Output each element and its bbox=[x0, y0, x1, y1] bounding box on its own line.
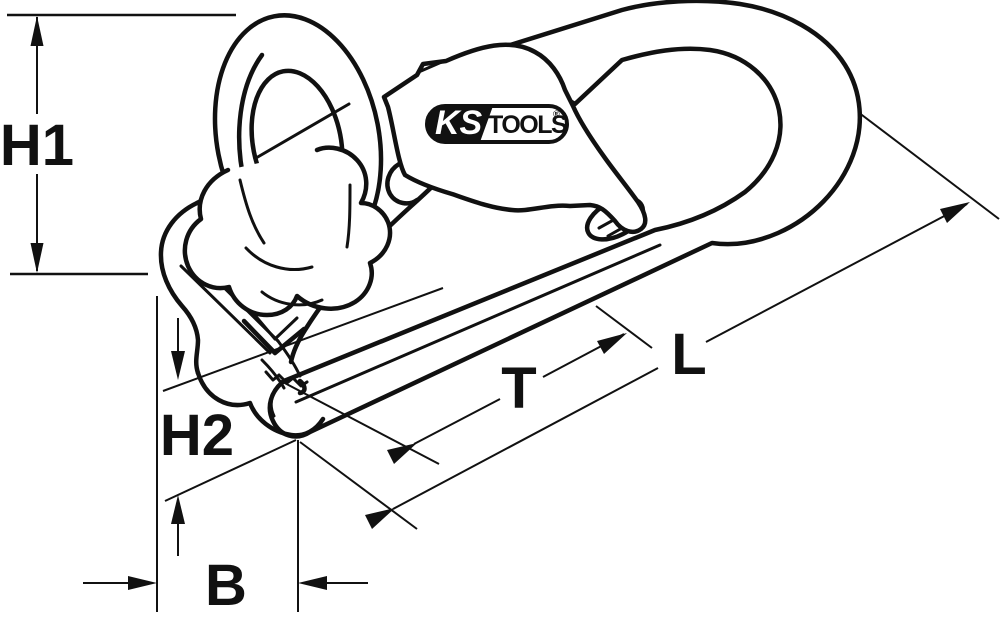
dimension-annotations: H1 H2 B bbox=[0, 13, 1000, 618]
h1-arrow-down bbox=[30, 243, 44, 273]
dimension-t: T bbox=[276, 305, 653, 465]
l-extension-lower bbox=[299, 441, 418, 530]
knob-outline bbox=[182, 145, 393, 318]
dimension-h1: H1 bbox=[0, 13, 236, 276]
dimension-label-h1: H1 bbox=[0, 113, 74, 178]
t-line-lower bbox=[413, 398, 501, 445]
body-pivot-boss bbox=[385, 161, 420, 206]
t-arrow-lower bbox=[387, 443, 417, 464]
knob-accent-right bbox=[345, 183, 352, 249]
knob-accent-left bbox=[238, 178, 266, 245]
logo-text-tools: TOOLS bbox=[488, 111, 567, 139]
jaw-face-edge bbox=[276, 339, 302, 378]
b-arrow-left-pointing bbox=[298, 576, 327, 590]
jaw-teeth bbox=[264, 370, 309, 388]
h2-arrow-down bbox=[171, 351, 185, 380]
ring-chord bbox=[254, 102, 351, 160]
l-arrow-lower bbox=[365, 508, 395, 529]
jaw-v-notch-inner bbox=[251, 311, 299, 341]
t-arrow-upper bbox=[597, 333, 627, 354]
logo-text-ks: KS bbox=[435, 104, 483, 142]
dimension-b: B bbox=[83, 553, 368, 618]
foot-outer-edge bbox=[158, 200, 201, 376]
logo-black-panel bbox=[427, 106, 493, 142]
dimension-l: L bbox=[299, 111, 1000, 530]
dimension-label-l: L bbox=[671, 322, 706, 387]
h1-arrow-up bbox=[30, 16, 44, 46]
l-arrow-upper bbox=[940, 202, 970, 223]
dimension-h2: H2 bbox=[160, 287, 444, 556]
l-extension-upper bbox=[857, 111, 1000, 220]
clamp-body: KS TOOLS ® bbox=[381, 42, 648, 234]
jaw-tip-accent bbox=[260, 358, 286, 390]
l-line-upper bbox=[705, 203, 968, 343]
l-line-lower bbox=[392, 367, 659, 510]
h2-arrow-up bbox=[171, 495, 185, 524]
ks-tools-logo: KS TOOLS ® bbox=[425, 104, 569, 144]
logo-registered-mark: ® bbox=[553, 109, 560, 119]
body-step-line bbox=[419, 59, 446, 73]
dimension-label-b: B bbox=[205, 553, 247, 618]
knob-lobes bbox=[182, 145, 393, 318]
knob-fill bbox=[184, 147, 390, 315]
b-arrow-right-pointing bbox=[128, 576, 157, 590]
foot-scallops bbox=[195, 370, 326, 438]
dimension-label-t: T bbox=[501, 356, 536, 421]
knob-scallop-2 bbox=[260, 290, 324, 307]
yoke-face-line bbox=[294, 243, 662, 404]
t-extension-lower bbox=[276, 378, 440, 465]
h2-extension-lower bbox=[164, 439, 297, 502]
t-extension-upper bbox=[595, 305, 653, 349]
knob-scallop-1 bbox=[244, 246, 314, 271]
h2-extension-upper bbox=[162, 287, 444, 392]
jaw-v-notch-outer bbox=[241, 318, 307, 356]
dimension-label-h2: H2 bbox=[160, 403, 234, 468]
